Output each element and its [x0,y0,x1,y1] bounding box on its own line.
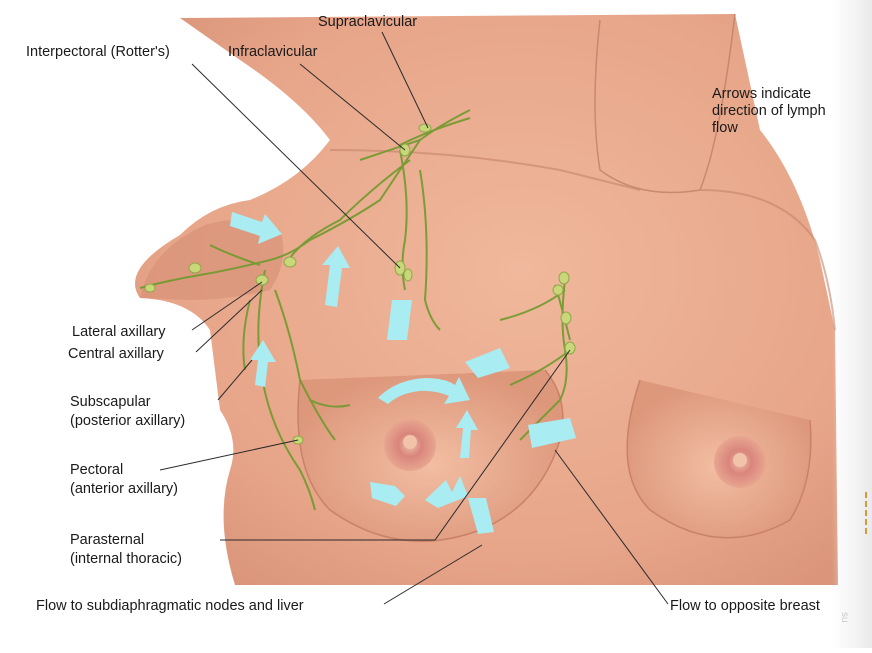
flow-arrow-medial-top [465,348,510,378]
flow-arrow-axilla-top [230,212,282,244]
flow-arrows [230,212,576,534]
flow-arrow-right [528,418,576,448]
lymph-vessels [139,109,571,511]
arrows-note-line-2: direction of lymph [712,103,826,119]
label-parasternal-sub: (internal thoracic) [70,551,183,567]
selection-marker [865,492,871,534]
arrows-note-line-1: Arrows indicate [712,86,812,102]
label-supraclavicular: Supraclavicular [318,14,418,30]
label-lateral-axillary: Lateral axillary [72,324,166,340]
label-subscapular-sub: (posterior axillary) [70,413,186,429]
right-edge-fade [832,0,872,648]
label-pectoral: Pectoral [70,462,124,478]
flow-arrow-bottom-left [370,482,405,506]
label-flow-opposite-breast: Flow to opposite breast [670,598,820,614]
flow-arrow-lateral [250,340,276,387]
right-shoulder-outline [699,189,836,331]
label-interpectoral: Interpectoral (Rotter's) [26,44,170,60]
flow-arrow-upper-curve [378,377,470,404]
right-nipple [733,453,747,467]
flow-arrow-center-up [456,410,478,458]
flow-arrow-down [468,498,494,534]
leader-lines [159,31,669,605]
label-subscapular: Subscapular [70,394,151,410]
label-pectoral-sub: (anterior axillary) [70,481,178,497]
label-central-axillary: Central axillary [68,346,164,362]
left-nipple [403,435,417,449]
neck-outline [594,13,736,194]
arrows-note-line-3: flow [712,120,738,136]
label-flow-subdiaphragmatic: Flow to subdiaphragmatic nodes and liver [36,598,304,614]
flow-arrow-interpectoral [387,300,412,340]
flow-arrow-axilla-up [322,246,350,307]
flow-arrow-bottom-mid [425,476,468,508]
label-parasternal: Parasternal [70,532,145,548]
corner-text: su [839,612,850,623]
lymph-nodes [144,123,576,445]
label-infraclavicular: Infraclavicular [228,44,318,60]
